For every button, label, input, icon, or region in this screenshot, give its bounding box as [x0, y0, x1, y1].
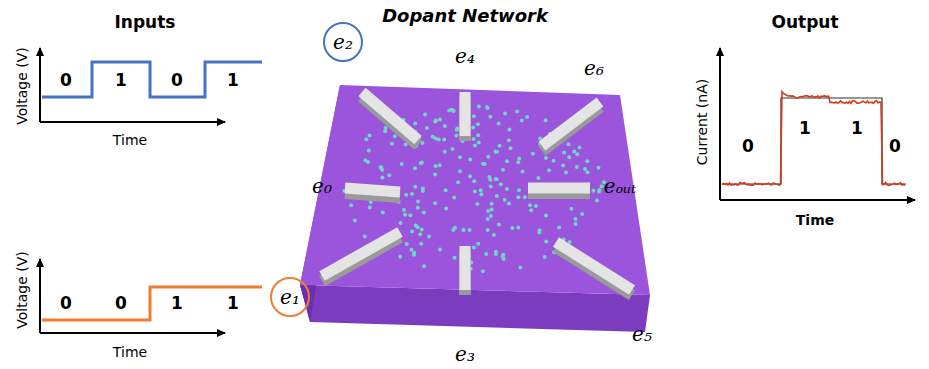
- panel-heading: Output: [771, 14, 838, 31]
- electrode-label: e₅: [632, 324, 652, 344]
- output-axes: [720, 48, 915, 200]
- bit-value: 0: [60, 72, 72, 89]
- dopant-slab: [300, 85, 650, 332]
- output-measured: [722, 92, 905, 186]
- axis-label: Time: [113, 133, 147, 147]
- electrode-circle: e₂: [323, 22, 363, 62]
- bit-value: 1: [227, 72, 239, 89]
- output-ideal: [722, 98, 906, 184]
- axis-label: Time: [113, 345, 147, 359]
- electrode-label: e₂: [333, 32, 353, 52]
- electrode-circle: e₁: [270, 277, 310, 317]
- electrode-label: e₃: [455, 344, 475, 364]
- input-axes: [40, 48, 225, 333]
- bit-value: 0: [889, 138, 901, 155]
- bit-value: 1: [171, 295, 183, 312]
- bit-value: 0: [742, 138, 754, 155]
- electrodes: [322, 92, 632, 295]
- bit-value: 1: [227, 295, 239, 312]
- axis-label: Current (nA): [695, 79, 709, 165]
- bit-value: 1: [799, 120, 811, 137]
- electrode-label: e₆: [584, 58, 604, 78]
- input-waveform-orange: [42, 287, 262, 320]
- input-waveform-blue: [42, 62, 262, 97]
- panel-heading: Inputs: [115, 14, 176, 31]
- electrode-label: e₁: [280, 287, 300, 307]
- bit-value: 1: [115, 72, 127, 89]
- bit-value: 0: [171, 72, 183, 89]
- electrode-label: e₄: [455, 46, 475, 66]
- axis-label: Voltage (V): [15, 47, 29, 124]
- axis-label: Voltage (V): [15, 251, 29, 328]
- bit-value: 0: [115, 295, 127, 312]
- electrode-label: eₒᵤₜ: [604, 176, 636, 196]
- figure-title: Dopant Network: [382, 7, 548, 25]
- bit-value: 1: [851, 120, 863, 137]
- axis-label: Time: [796, 213, 834, 227]
- electrode-label: e₀: [312, 176, 332, 196]
- bit-value: 0: [60, 295, 72, 312]
